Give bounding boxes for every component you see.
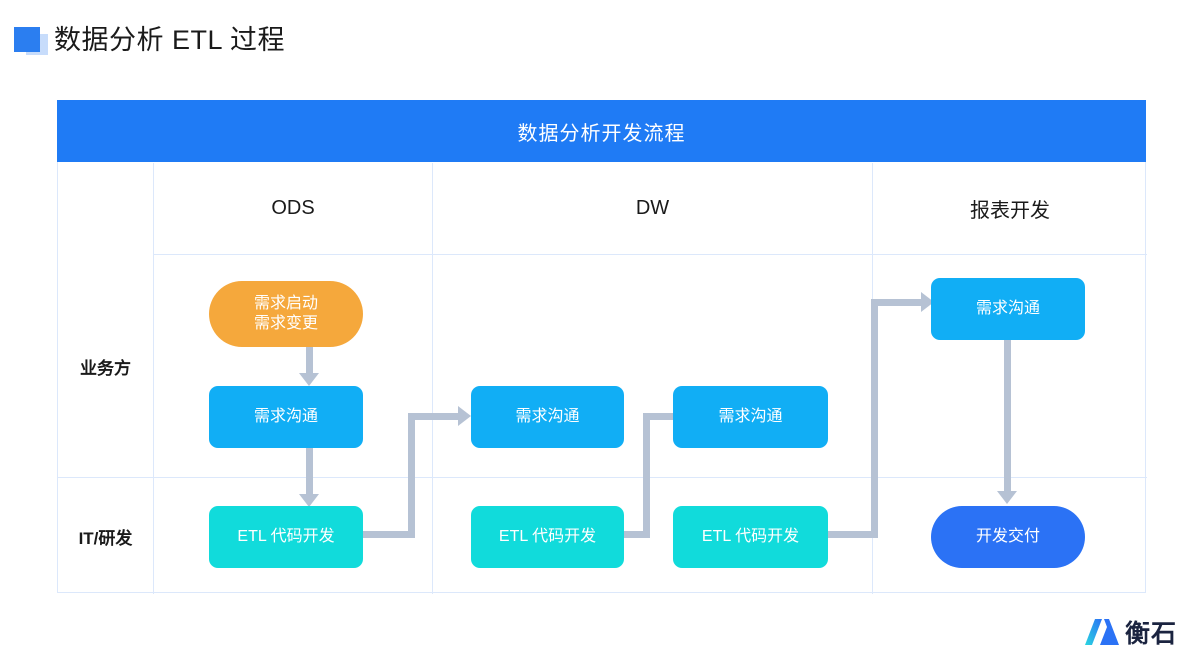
connector-odsetl-right: [363, 531, 415, 538]
node-report-delivery[interactable]: 开发交付: [931, 506, 1085, 568]
page-title: 数据分析 ETL 过程: [14, 20, 285, 60]
connector-reqstart-to-odsreq: [306, 347, 313, 373]
node-dw-etl-2[interactable]: ETL 代码开发: [673, 506, 828, 568]
node-dw-req-comm-1[interactable]: 需求沟通: [471, 386, 624, 448]
node-ods-req-comm[interactable]: 需求沟通: [209, 386, 363, 448]
process-diagram: 数据分析开发流程 ODS DW 报表开发 业务方 IT/研发: [57, 100, 1147, 594]
node-report-req-comm[interactable]: 需求沟通: [931, 278, 1085, 340]
connector-arrow-odsreq-to-odsetl: [299, 494, 319, 507]
title-marker-icon: [14, 24, 54, 56]
connector-dwetl2-up: [871, 299, 878, 538]
connector-arrow-odsetl-to-dwreq1: [458, 406, 471, 426]
node-dw-etl-1[interactable]: ETL 代码开发: [471, 506, 624, 568]
row-divider-business-it: [58, 477, 1147, 478]
page-title-text: 数据分析 ETL 过程: [54, 24, 286, 55]
node-ods-etl[interactable]: ETL 代码开发: [209, 506, 363, 568]
connector-arrow-dwetl2-to-reportreq: [921, 292, 934, 312]
row-header-it: IT/研发: [78, 528, 133, 548]
node-req-start[interactable]: 需求启动 需求变更: [209, 281, 363, 347]
brand-mark-icon: [1085, 619, 1119, 645]
title-marker-front-square: [14, 27, 40, 52]
header-row-divider: [153, 254, 1147, 255]
connector-dwetl1-right: [600, 531, 650, 538]
connector-odsreq-to-odsetl: [306, 448, 313, 494]
column-divider-2: [432, 163, 433, 594]
connector-odsetl-up: [408, 413, 415, 538]
column-divider-1: [153, 163, 154, 594]
connector-arrow-reqstart-to-odsreq: [299, 373, 319, 386]
connector-dwetl1-up: [643, 413, 650, 538]
connector-arrow-reportreq-to-delivery: [997, 491, 1017, 504]
connector-dwetl2-to-reportreq: [871, 299, 924, 306]
column-header-report: 报表开发: [970, 200, 1050, 222]
connector-dwetl2-right: [828, 531, 878, 538]
column-header-dw: DW: [635, 197, 670, 219]
connector-reportreq-to-delivery: [1004, 340, 1011, 491]
connector-dwetl1-to-dwreq2: [643, 413, 681, 420]
brand-name: 衡石: [1125, 620, 1178, 648]
node-dw-req-comm-2[interactable]: 需求沟通: [673, 386, 828, 448]
connector-odsetl-to-dwreq1: [408, 413, 461, 420]
row-header-business: 业务方: [80, 358, 131, 378]
brand-logo: 衡石: [1085, 614, 1177, 650]
diagram-header: 数据分析开发流程: [57, 100, 1146, 162]
column-header-ods: ODS: [271, 197, 315, 219]
